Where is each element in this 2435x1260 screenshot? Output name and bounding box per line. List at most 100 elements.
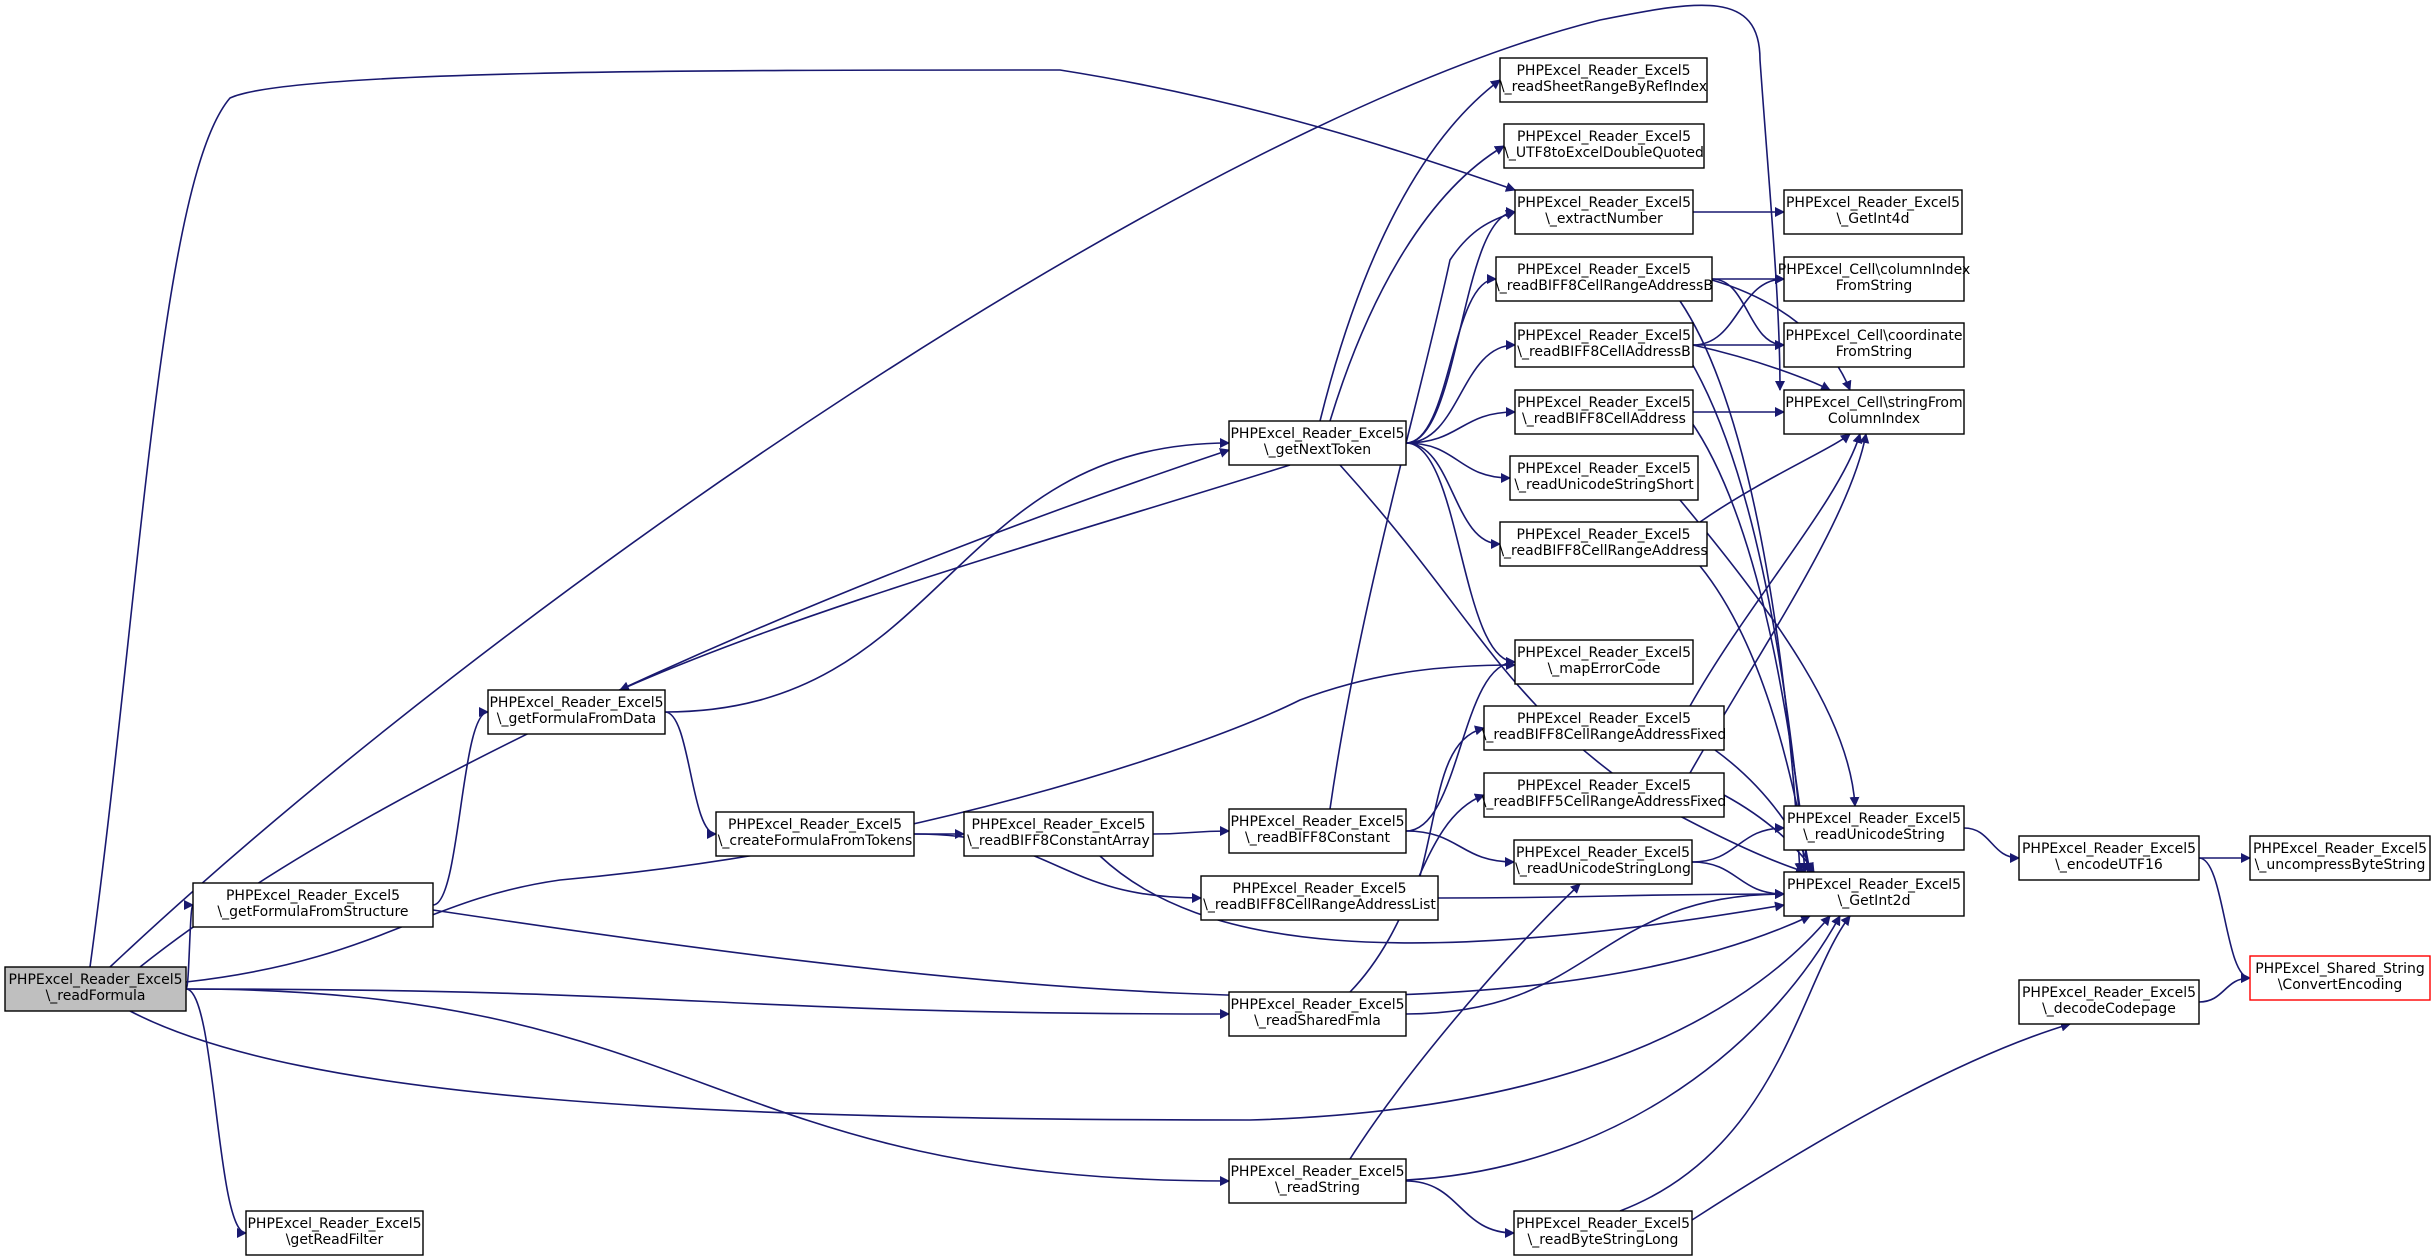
edge-getFormulaFromStructure-to-GetInt2d xyxy=(432,909,1811,998)
node-label-line: PHPExcel_Reader_Excel5 xyxy=(1230,1164,1404,1180)
node-readSheetRangeByRefIndex[interactable]: PHPExcel_Reader_Excel5\_readSheetRangeBy… xyxy=(1499,57,1708,103)
node-label-line: PHPExcel_Reader_Excel5 xyxy=(1517,461,1691,477)
edge-getFormulaFromData-to-getNextToken xyxy=(664,438,1230,713)
node-label-line: PHPExcel_Reader_Excel5 xyxy=(1230,426,1404,442)
node-uncompressByteString[interactable]: PHPExcel_Reader_Excel5\_uncompressByteSt… xyxy=(2249,835,2431,881)
node-readUnicodeString[interactable]: PHPExcel_Reader_Excel5\_readUnicodeStrin… xyxy=(1783,805,1965,851)
node-getFormulaFromData[interactable]: PHPExcel_Reader_Excel5\_getFormulaFromDa… xyxy=(487,689,666,735)
node-box xyxy=(1499,521,1708,567)
edge-decodeCodepage-to-ConvertEncoding xyxy=(2198,973,2251,1003)
edge-readBIFF8CellRangeAddress-to-stringFromColumnIndex xyxy=(1699,433,1851,523)
node-box xyxy=(1783,389,1965,435)
node-label-line: \_readBIFF8CellRangeAddressList xyxy=(1203,897,1436,913)
node-label-line: \_readUnicodeString xyxy=(1803,827,1945,843)
node-box xyxy=(1783,322,1965,368)
edge-readSharedFmla-to-GetInt2d xyxy=(1405,889,1785,1015)
node-getNextToken[interactable]: PHPExcel_Reader_Excel5\_getNextToken xyxy=(1228,420,1407,466)
node-box xyxy=(1783,805,1965,851)
node-label-line: PHPExcel_Cell\columnIndex xyxy=(1778,262,1970,278)
node-extractNumber[interactable]: PHPExcel_Reader_Excel5\_extractNumber xyxy=(1514,189,1694,235)
node-box xyxy=(1495,256,1713,302)
edge-readBIFF8CellRangeAddressList-to-readBIFF8CellRangeAddressFixed xyxy=(1419,725,1485,877)
node-label-line: \_getFormulaFromStructure xyxy=(217,904,408,920)
node-readByteStringLong[interactable]: PHPExcel_Reader_Excel5\_readByteStringLo… xyxy=(1513,1210,1693,1256)
node-label-line: \_readBIFF5CellRangeAddressFixed xyxy=(1482,794,1727,810)
node-label-line: \_readBIFF8CellRangeAddressB xyxy=(1495,278,1713,294)
node-readBIFF8CellRangeAddress[interactable]: PHPExcel_Reader_Excel5\_readBIFF8CellRan… xyxy=(1499,521,1708,567)
node-GetInt4d[interactable]: PHPExcel_Reader_Excel5\_GetInt4d xyxy=(1783,189,1963,235)
edge-readBIFF8CellAddressB-to-columnIndexFromString xyxy=(1692,274,1785,346)
node-label-line: PHPExcel_Shared_String xyxy=(2255,961,2425,977)
node-box xyxy=(1228,420,1407,466)
node-box xyxy=(1783,256,1965,302)
node-label-line: \_createFormulaFromTokens xyxy=(718,833,913,849)
edge-readFormula-to-getNextToken xyxy=(139,448,1230,968)
edge-readUnicodeStringLong-to-readUnicodeString xyxy=(1691,823,1785,863)
node-box xyxy=(1514,322,1694,368)
node-label-line: PHPExcel_Reader_Excel5 xyxy=(1787,811,1961,827)
edge-readUnicodeString-to-encodeUTF16 xyxy=(1963,827,2020,863)
edge-getNextToken-to-readSheetRangeByRefIndex xyxy=(1319,79,1501,422)
node-label-line: PHPExcel_Reader_Excel5 xyxy=(1232,881,1406,897)
edge-readFormula-to-readSharedFmla xyxy=(185,988,1230,1019)
node-ConvertEncoding[interactable]: PHPExcel_Shared_String\ConvertEncoding xyxy=(2249,955,2431,1001)
node-label-line: \ConvertEncoding xyxy=(2278,977,2403,993)
node-box xyxy=(4,966,187,1012)
node-box xyxy=(1499,57,1708,103)
node-readUnicodeStringLong[interactable]: PHPExcel_Reader_Excel5\_readUnicodeStrin… xyxy=(1513,839,1693,885)
node-box xyxy=(1228,991,1407,1037)
edge-readBIFF8ConstantArray-to-readBIFF8Constant xyxy=(1152,826,1230,837)
node-box xyxy=(1513,839,1693,885)
node-label-line: PHPExcel_Reader_Excel5 xyxy=(1517,395,1691,411)
node-label-line: \_extractNumber xyxy=(1545,211,1663,227)
node-UTF8toExcelDoubleQuoted[interactable]: PHPExcel_Reader_Excel5\_UTF8toExcelDoubl… xyxy=(1503,123,1705,169)
node-readBIFF8CellRangeAddressB[interactable]: PHPExcel_Reader_Excel5\_readBIFF8CellRan… xyxy=(1495,256,1713,302)
node-label-line: PHPExcel_Reader_Excel5 xyxy=(1787,877,1961,893)
node-mapErrorCode[interactable]: PHPExcel_Reader_Excel5\_mapErrorCode xyxy=(1514,639,1694,685)
node-label-line: PHPExcel_Reader_Excel5 xyxy=(2022,985,2196,1001)
node-readBIFF8CellAddressB[interactable]: PHPExcel_Reader_Excel5\_readBIFF8CellAdd… xyxy=(1514,322,1694,368)
node-readUnicodeStringShort[interactable]: PHPExcel_Reader_Excel5\_readUnicodeStrin… xyxy=(1509,455,1699,501)
node-box xyxy=(1228,808,1407,854)
node-readBIFF8CellRangeAddressList[interactable]: PHPExcel_Reader_Excel5\_readBIFF8CellRan… xyxy=(1200,875,1439,921)
node-getReadFilter[interactable]: PHPExcel_Reader_Excel5\getReadFilter xyxy=(245,1210,424,1256)
node-readBIFF8Constant[interactable]: PHPExcel_Reader_Excel5\_readBIFF8Constan… xyxy=(1228,808,1407,854)
node-decodeCodepage[interactable]: PHPExcel_Reader_Excel5\_decodeCodepage xyxy=(2018,979,2200,1025)
node-label-line: PHPExcel_Reader_Excel5 xyxy=(1517,195,1691,211)
edge-readUnicodeStringShort-to-readUnicodeString xyxy=(1679,499,1860,807)
node-box xyxy=(192,882,434,928)
edge-readBIFF8Constant-to-extractNumber xyxy=(1329,209,1516,810)
node-label-line: PHPExcel_Reader_Excel5 xyxy=(226,888,400,904)
node-label-line: \_UTF8toExcelDoubleQuoted xyxy=(1504,145,1704,161)
edge-readBIFF8Constant-to-readUnicodeStringLong xyxy=(1405,830,1515,867)
edge-readBIFF8CellRangeAddressFixed-to-stringFromColumnIndex xyxy=(1689,433,1863,707)
node-encodeUTF16[interactable]: PHPExcel_Reader_Excel5\_encodeUTF16 xyxy=(2018,835,2200,881)
node-getFormulaFromStructure[interactable]: PHPExcel_Reader_Excel5\_getFormulaFromSt… xyxy=(192,882,434,928)
node-label-line: \_decodeCodepage xyxy=(2042,1001,2176,1017)
node-createFormulaFromTokens[interactable]: PHPExcel_Reader_Excel5\_createFormulaFro… xyxy=(715,811,915,857)
node-label-line: \_GetInt4d xyxy=(1837,211,1910,227)
edge-getNextToken-to-readUnicodeStringShort xyxy=(1405,442,1511,483)
node-label-line: PHPExcel_Reader_Excel5 xyxy=(1230,997,1404,1013)
node-readFormula[interactable]: PHPExcel_Reader_Excel5\_readFormula xyxy=(4,966,187,1012)
edge-getNextToken-to-readBIFF8CellAddressB xyxy=(1405,340,1516,444)
node-readBIFF8CellRangeAddressFixed[interactable]: PHPExcel_Reader_Excel5\_readBIFF8CellRan… xyxy=(1482,705,1727,751)
edge-getNextToken-to-readBIFF8CellAddress xyxy=(1405,407,1516,444)
node-readSharedFmla[interactable]: PHPExcel_Reader_Excel5\_readSharedFmla xyxy=(1228,991,1407,1037)
node-GetInt2d[interactable]: PHPExcel_Reader_Excel5\_GetInt2d xyxy=(1783,871,1965,917)
edge-readByteStringLong-to-decodeCodepage xyxy=(1691,1021,2071,1221)
node-label-line: PHPExcel_Reader_Excel5 xyxy=(1230,814,1404,830)
node-readBIFF8ConstantArray[interactable]: PHPExcel_Reader_Excel5\_readBIFF8Constan… xyxy=(963,811,1154,857)
node-readBIFF5CellRangeAddressFixed[interactable]: PHPExcel_Reader_Excel5\_readBIFF5CellRan… xyxy=(1482,772,1727,818)
edge-getNextToken-to-GetInt2d xyxy=(1339,464,1806,874)
node-readBIFF8CellAddress[interactable]: PHPExcel_Reader_Excel5\_readBIFF8CellAdd… xyxy=(1514,389,1694,435)
node-box xyxy=(1514,389,1694,435)
node-box xyxy=(1514,189,1694,235)
node-label-line: PHPExcel_Reader_Excel5 xyxy=(1786,195,1960,211)
node-box xyxy=(2249,955,2431,1001)
node-readString[interactable]: PHPExcel_Reader_Excel5\_readString xyxy=(1228,1158,1407,1204)
